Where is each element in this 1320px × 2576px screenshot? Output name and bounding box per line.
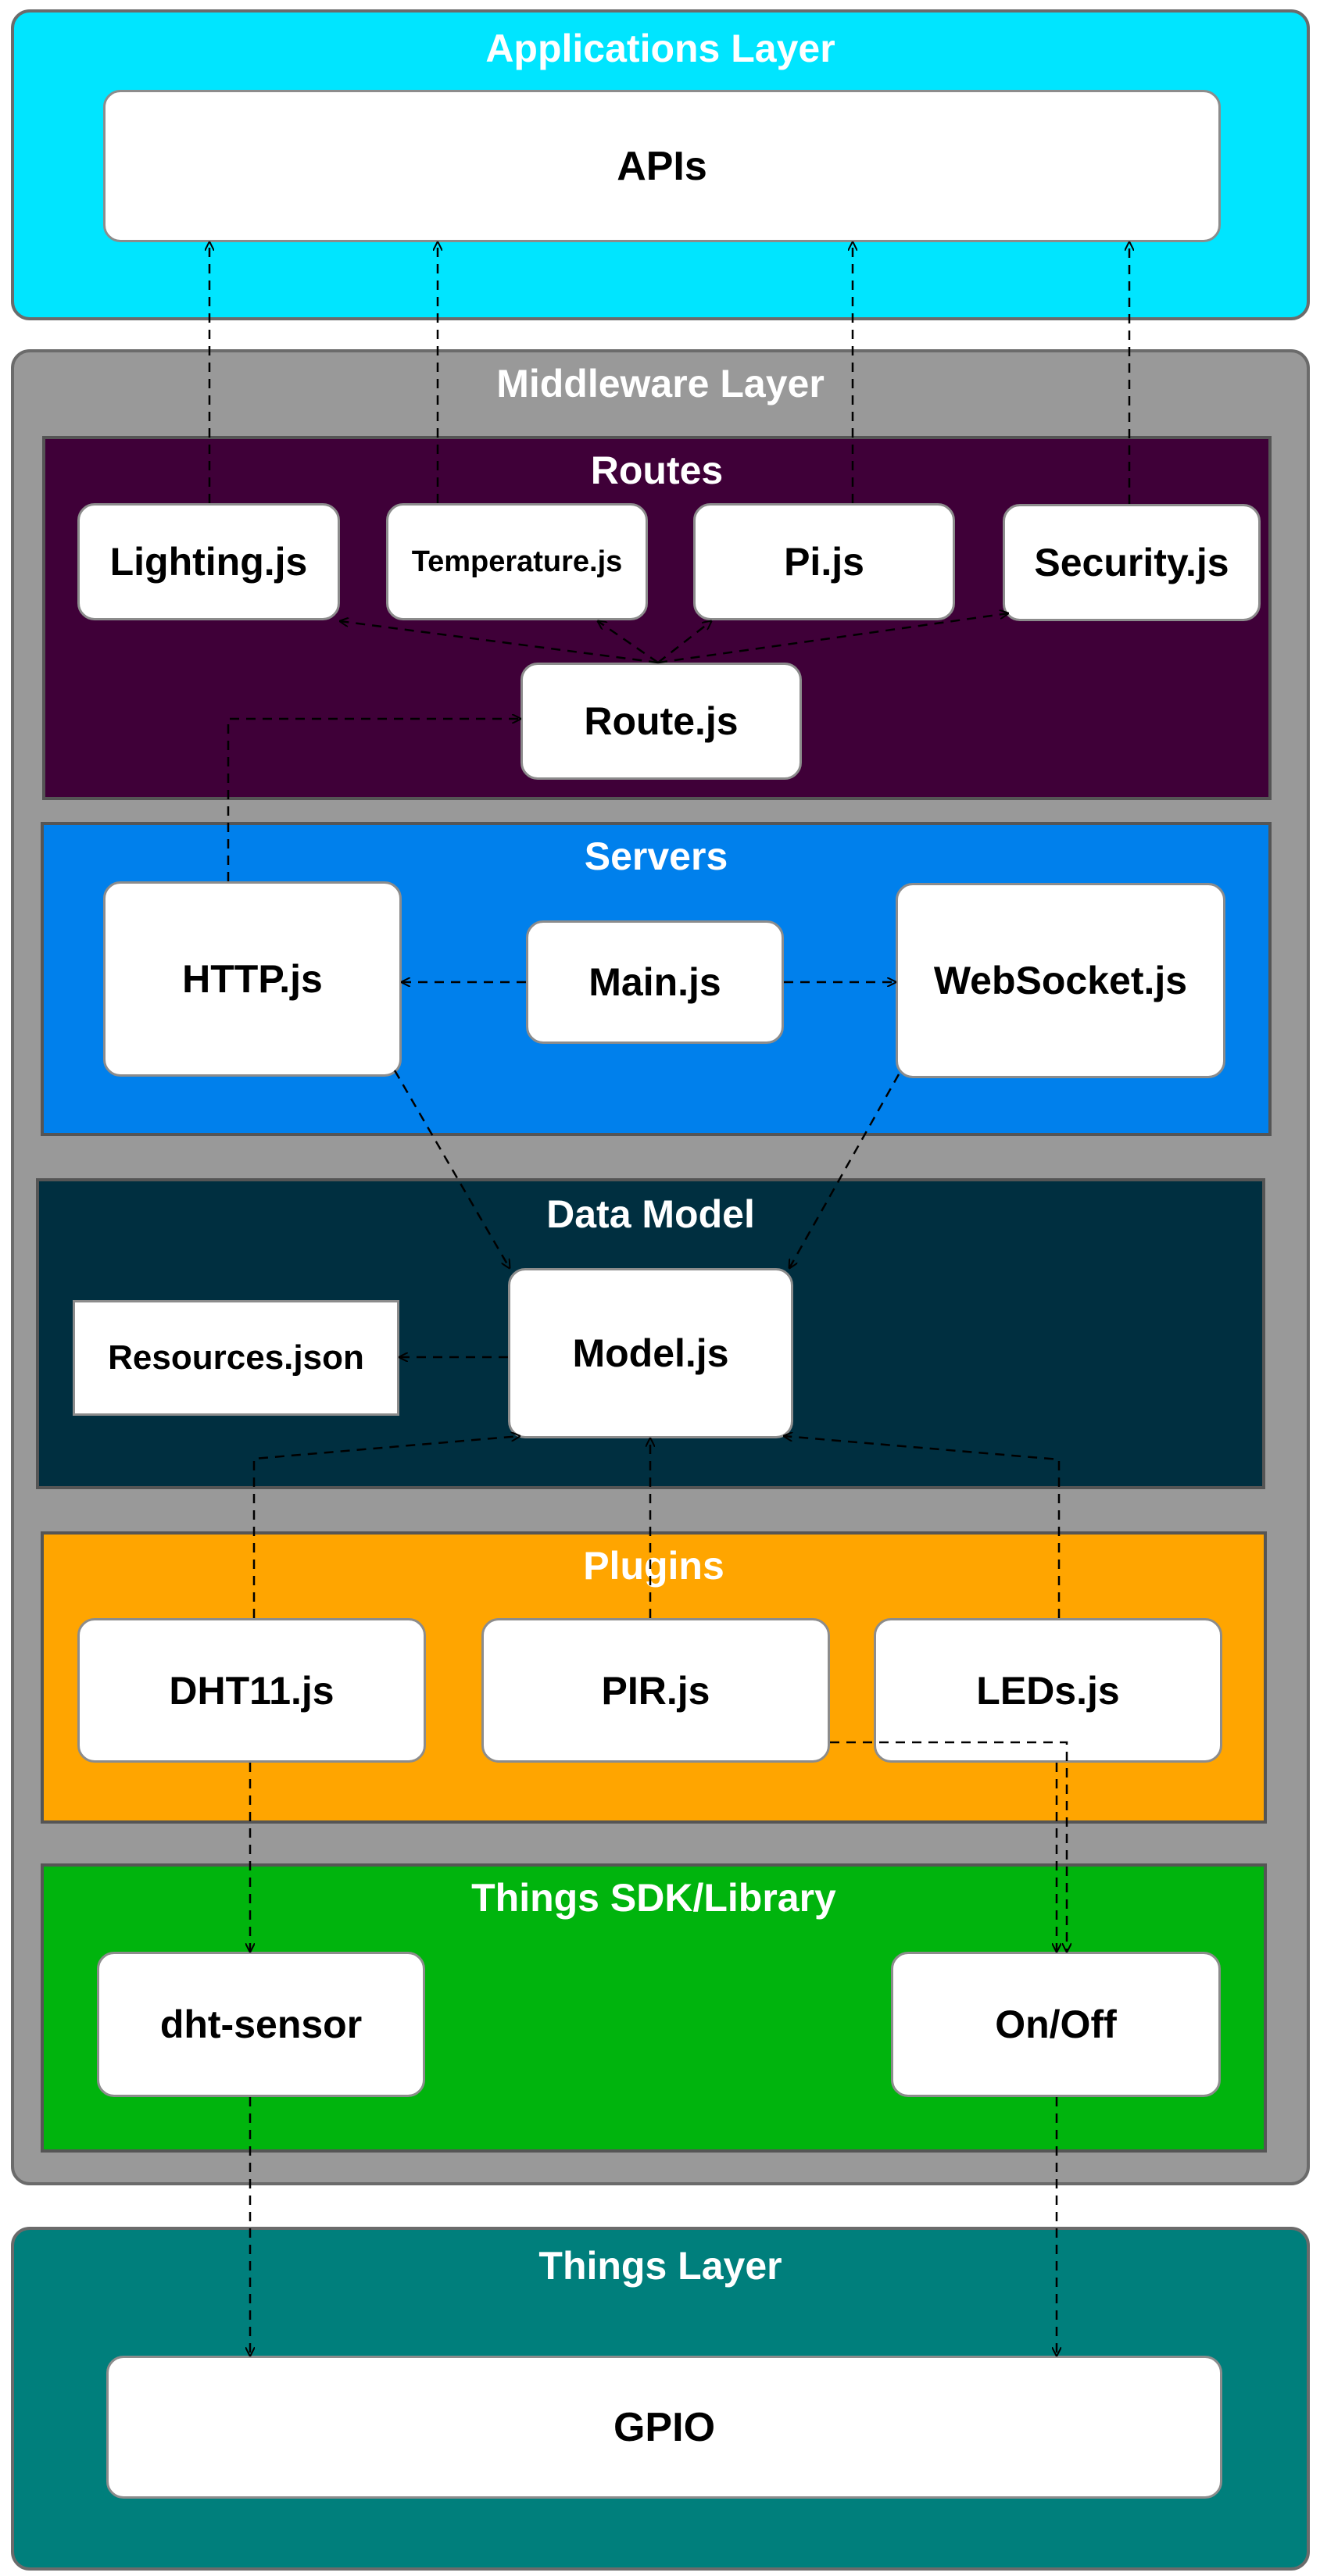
websocket-js-box: WebSocket.js — [896, 883, 1225, 1078]
gpio-box: GPIO — [106, 2356, 1222, 2499]
data-model-title: Data Model — [546, 1192, 755, 1236]
routes-title: Routes — [590, 448, 724, 492]
route-js-box: Route.js — [520, 663, 802, 780]
middleware-layer-title: Middleware Layer — [496, 362, 825, 406]
onoff-box: On/Off — [891, 1952, 1221, 2097]
plugins-title: Plugins — [583, 1544, 724, 1588]
servers-title: Servers — [584, 834, 728, 878]
http-js-box: HTTP.js — [103, 881, 402, 1077]
dht-sensor-box: dht-sensor — [97, 1952, 425, 2097]
model-js-box: Model.js — [508, 1268, 793, 1438]
lighting-js-box: Lighting.js — [77, 503, 340, 620]
leds-js-box: LEDs.js — [874, 1618, 1222, 1763]
main-js-box: Main.js — [526, 920, 784, 1044]
dht11-js-box: DHT11.js — [77, 1618, 426, 1763]
resources-json-box: Resources.json — [73, 1300, 399, 1416]
apis-box: APIs — [103, 90, 1221, 242]
temperature-js-box: Temperature.js — [386, 503, 648, 620]
applications-layer-title: Applications Layer — [485, 27, 835, 70]
pi-js-box: Pi.js — [693, 503, 955, 620]
sdk-title: Things SDK/Library — [471, 1876, 836, 1920]
things-layer-title: Things Layer — [538, 2244, 782, 2288]
pir-js-box: PIR.js — [481, 1618, 830, 1763]
security-js-box: Security.js — [1003, 504, 1261, 621]
